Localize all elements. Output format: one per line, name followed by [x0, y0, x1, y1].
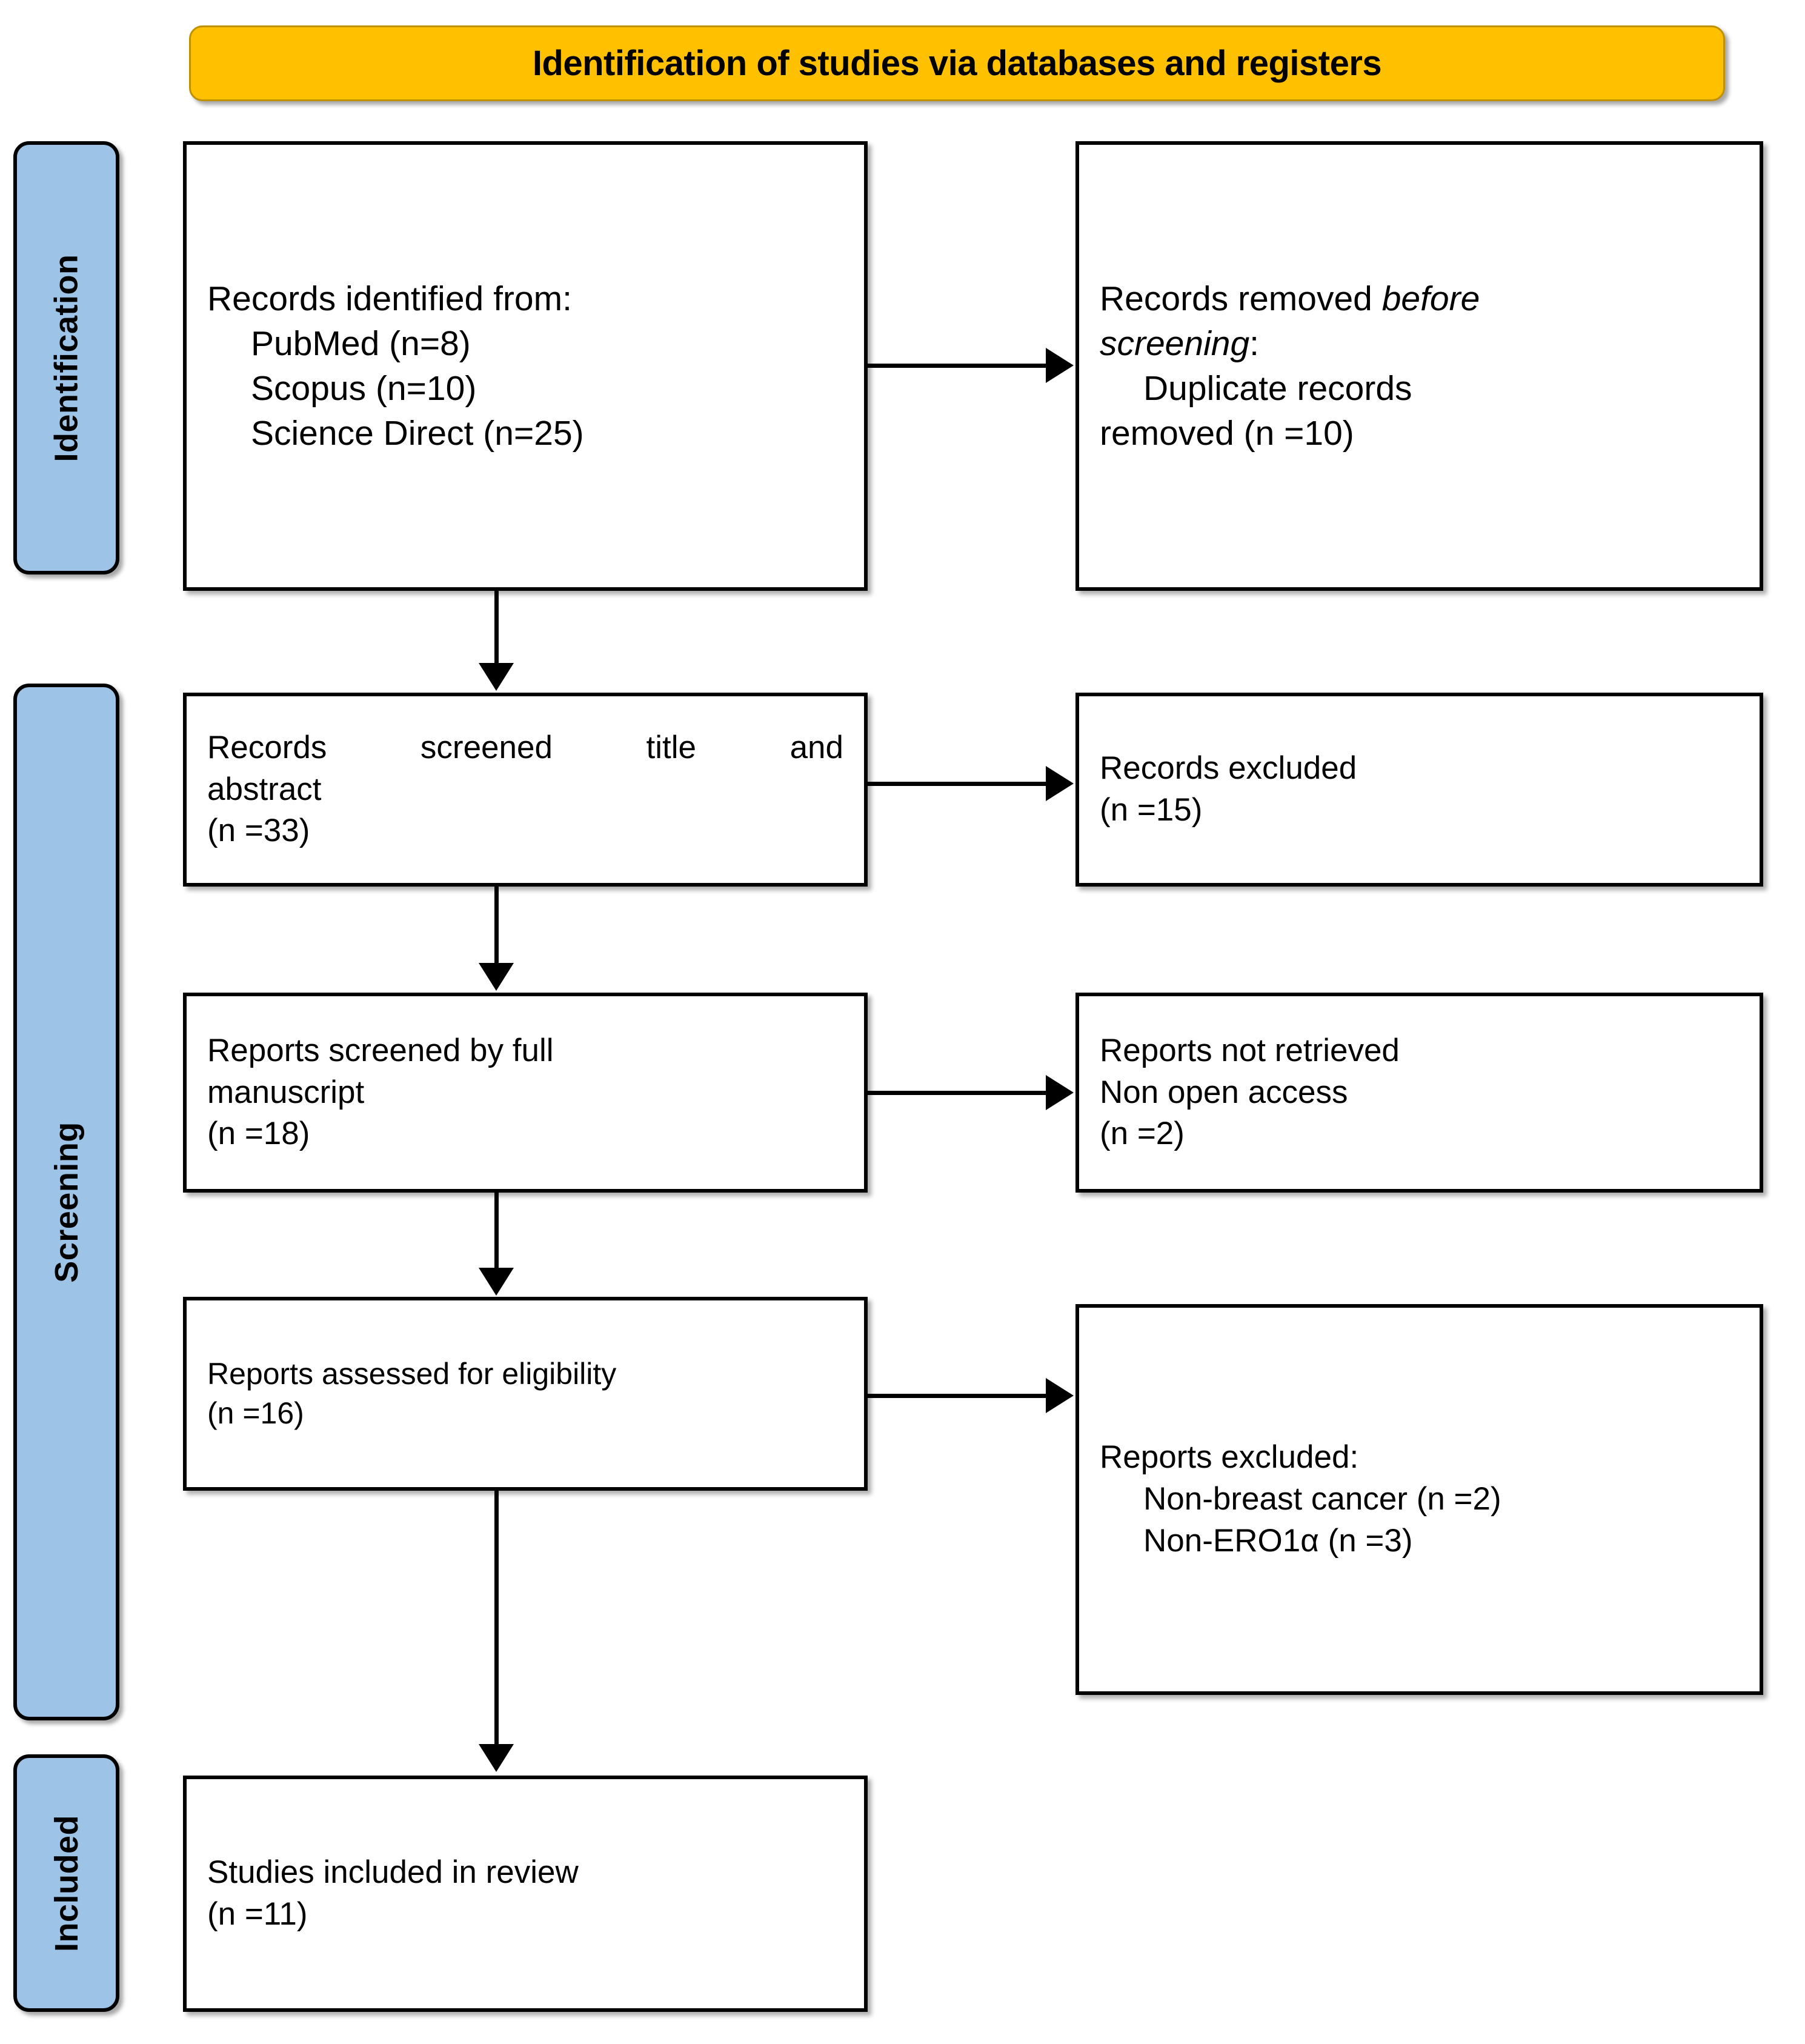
connector-eligibility-to-reportsexcluded-line	[868, 1394, 1048, 1398]
stage-tab-screening-label: Screening	[48, 1121, 85, 1283]
records-removed-line1: Records removed before	[1100, 276, 1739, 321]
connector-identified-to-screened-arrow	[479, 663, 514, 691]
stage-tab-screening: Screening	[13, 684, 119, 1720]
records-excluded-count: (n =15)	[1100, 792, 1203, 828]
connector-eligibility-to-reportsexcluded-arrow	[1046, 1378, 1074, 1413]
connector-eligibility-to-included-line	[494, 1491, 499, 1745]
box-eligibility-body: Reports assessed for eligibility (n =16)	[187, 1354, 864, 1433]
box-not-retrieved-body: Reports not retrieved Non open access (n…	[1079, 1030, 1760, 1156]
records-screened-count: (n =33)	[207, 813, 310, 849]
records-removed-line2-suffix: :	[1249, 324, 1259, 363]
records-identified-item-sciencedirect: Science Direct (n=25)	[251, 414, 584, 453]
reports-excluded-heading: Reports excluded:	[1100, 1439, 1359, 1476]
stage-tab-included-label: Included	[48, 1814, 85, 1952]
stage-tab-included: Included	[13, 1754, 119, 2012]
eligibility-line1: Reports assessed for eligibility	[207, 1357, 617, 1391]
connector-screened-to-excluded-line	[868, 782, 1048, 786]
records-removed-line2-italic: screening	[1100, 324, 1250, 363]
records-identified-item-scopus: Scopus (n=10)	[251, 369, 477, 408]
box-reports-excluded-body: Reports excluded: Non-breast cancer (n =…	[1079, 1437, 1760, 1562]
full-manuscript-line1: Reports screened by full	[207, 1032, 554, 1068]
connector-fullmanuscript-to-notretrieved-line	[868, 1091, 1048, 1095]
not-retrieved-count: (n =2)	[1100, 1116, 1185, 1152]
connector-identified-to-screened-line	[494, 591, 499, 665]
not-retrieved-line2: Non open access	[1100, 1074, 1348, 1110]
full-manuscript-count: (n =18)	[207, 1116, 310, 1152]
records-identified-item-pubmed: PubMed (n=8)	[251, 324, 471, 363]
box-reports-excluded: Reports excluded: Non-breast cancer (n =…	[1075, 1304, 1763, 1695]
connector-identified-to-removed-line	[868, 364, 1048, 368]
connector-screened-to-excluded-arrow	[1046, 766, 1074, 801]
studies-included-count: (n =11)	[207, 1896, 308, 1932]
reports-excluded-item-nonero1a: Non-ERO1α (n =3)	[1143, 1522, 1413, 1559]
connector-fullmanuscript-to-notretrieved-arrow	[1046, 1075, 1074, 1110]
eligibility-count: (n =16)	[207, 1396, 304, 1430]
connector-eligibility-to-included-arrow	[479, 1744, 514, 1772]
connector-identified-to-removed-arrow	[1046, 348, 1074, 383]
records-removed-line2: screening:	[1100, 321, 1739, 366]
connector-screened-to-fullmanuscript-line	[494, 887, 499, 964]
box-studies-included: Studies included in review (n =11)	[183, 1776, 868, 2012]
box-records-identified-body: Records identified from: PubMed (n=8) Sc…	[187, 276, 864, 456]
records-screened-line1: Records screened title and	[207, 729, 843, 765]
records-removed-line1-prefix: Records removed	[1100, 279, 1382, 318]
connector-fullmanuscript-to-eligibility-arrow	[479, 1268, 514, 1296]
box-full-manuscript-body: Reports screened by full manuscript (n =…	[187, 1030, 864, 1156]
stage-tab-identification: Identification	[13, 141, 119, 574]
box-records-screened-body: Records screened title and abstract (n =…	[187, 727, 864, 853]
box-records-removed-before-screening: Records removed before screening: Duplic…	[1075, 141, 1763, 591]
records-screened-line2: abstract	[207, 771, 322, 807]
box-reports-screened-full-manuscript: Reports screened by full manuscript (n =…	[183, 993, 868, 1193]
records-removed-item-duplicate: Duplicate records	[1143, 369, 1412, 408]
connector-screened-to-fullmanuscript-arrow	[479, 963, 514, 991]
stage-tab-identification-label: Identification	[48, 254, 85, 462]
box-records-excluded: Records excluded (n =15)	[1075, 693, 1763, 887]
box-reports-assessed-eligibility: Reports assessed for eligibility (n =16)	[183, 1297, 868, 1491]
box-records-excluded-body: Records excluded (n =15)	[1079, 748, 1760, 831]
box-studies-included-body: Studies included in review (n =11)	[187, 1852, 864, 1936]
diagram-banner: Identification of studies via databases …	[189, 25, 1725, 101]
box-reports-not-retrieved: Reports not retrieved Non open access (n…	[1075, 993, 1763, 1193]
not-retrieved-line1: Reports not retrieved	[1100, 1032, 1400, 1068]
banner-title: Identification of studies via databases …	[532, 44, 1382, 83]
studies-included-line1: Studies included in review	[207, 1854, 579, 1891]
box-records-identified: Records identified from: PubMed (n=8) Sc…	[183, 141, 868, 591]
box-records-removed-body: Records removed before screening: Duplic…	[1079, 276, 1760, 456]
records-excluded-line1: Records excluded	[1100, 750, 1357, 787]
full-manuscript-line2: manuscript	[207, 1074, 365, 1110]
records-removed-line1-italic: before	[1381, 279, 1480, 318]
records-identified-heading: Records identified from:	[207, 279, 572, 318]
connector-fullmanuscript-to-eligibility-line	[494, 1193, 499, 1269]
reports-excluded-item-nonbreast: Non-breast cancer (n =2)	[1143, 1481, 1501, 1517]
records-removed-item-count: removed (n =10)	[1100, 414, 1354, 453]
box-records-screened: Records screened title and abstract (n =…	[183, 693, 868, 887]
